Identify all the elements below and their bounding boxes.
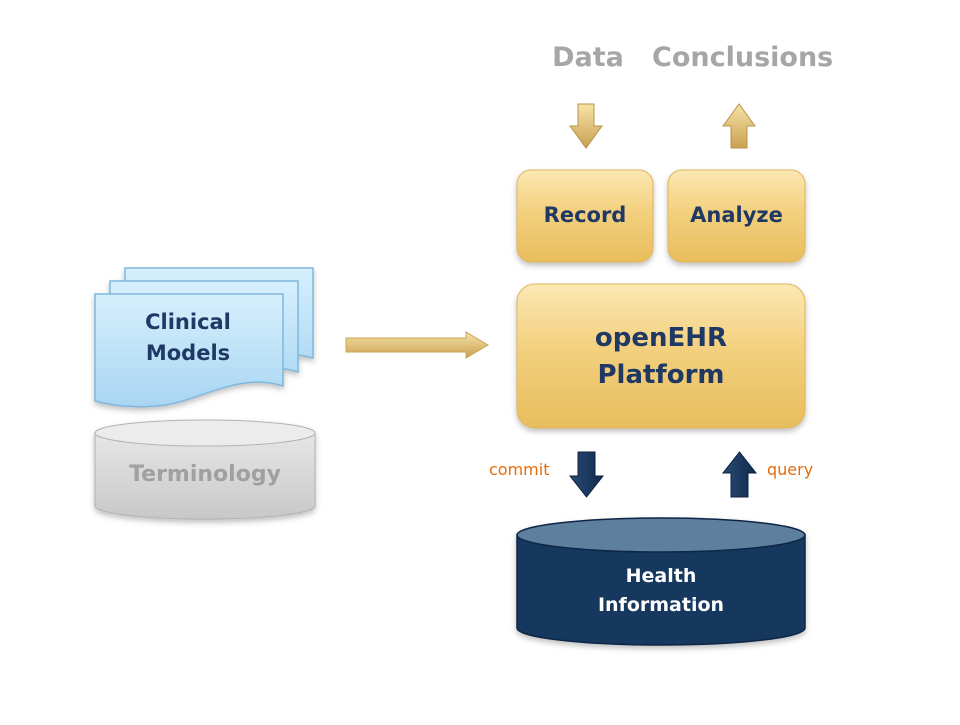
- conclusions-label: Conclusions: [652, 42, 834, 73]
- commit-down-arrow: [568, 451, 605, 498]
- record-label: Record: [543, 203, 627, 227]
- health-information-cylinder: [516, 517, 806, 646]
- health-information-line2: Information: [597, 594, 725, 616]
- commit-label: commit: [489, 460, 550, 479]
- clinical-models-line2: Models: [145, 341, 231, 365]
- query-label: query: [767, 460, 814, 479]
- record-box: [516, 169, 654, 263]
- health-information-line1: Health: [625, 565, 697, 587]
- models-to-platform-arrow: [345, 331, 489, 359]
- terminology-cylinder: [94, 419, 316, 520]
- analyze-box: [667, 169, 806, 263]
- platform-title-line2: Platform: [597, 360, 725, 390]
- terminology-label: Terminology: [129, 462, 281, 487]
- conclusions-up-arrow: [722, 103, 756, 149]
- clinical-models-documents: [94, 267, 314, 408]
- data-label: Data: [552, 42, 624, 73]
- analyze-label: Analyze: [690, 203, 783, 227]
- platform-title-line1: openEHR: [594, 323, 728, 353]
- platform-box: [516, 283, 806, 429]
- query-up-arrow: [721, 451, 758, 498]
- data-down-arrow: [569, 103, 603, 149]
- clinical-models-line1: Clinical: [145, 310, 231, 334]
